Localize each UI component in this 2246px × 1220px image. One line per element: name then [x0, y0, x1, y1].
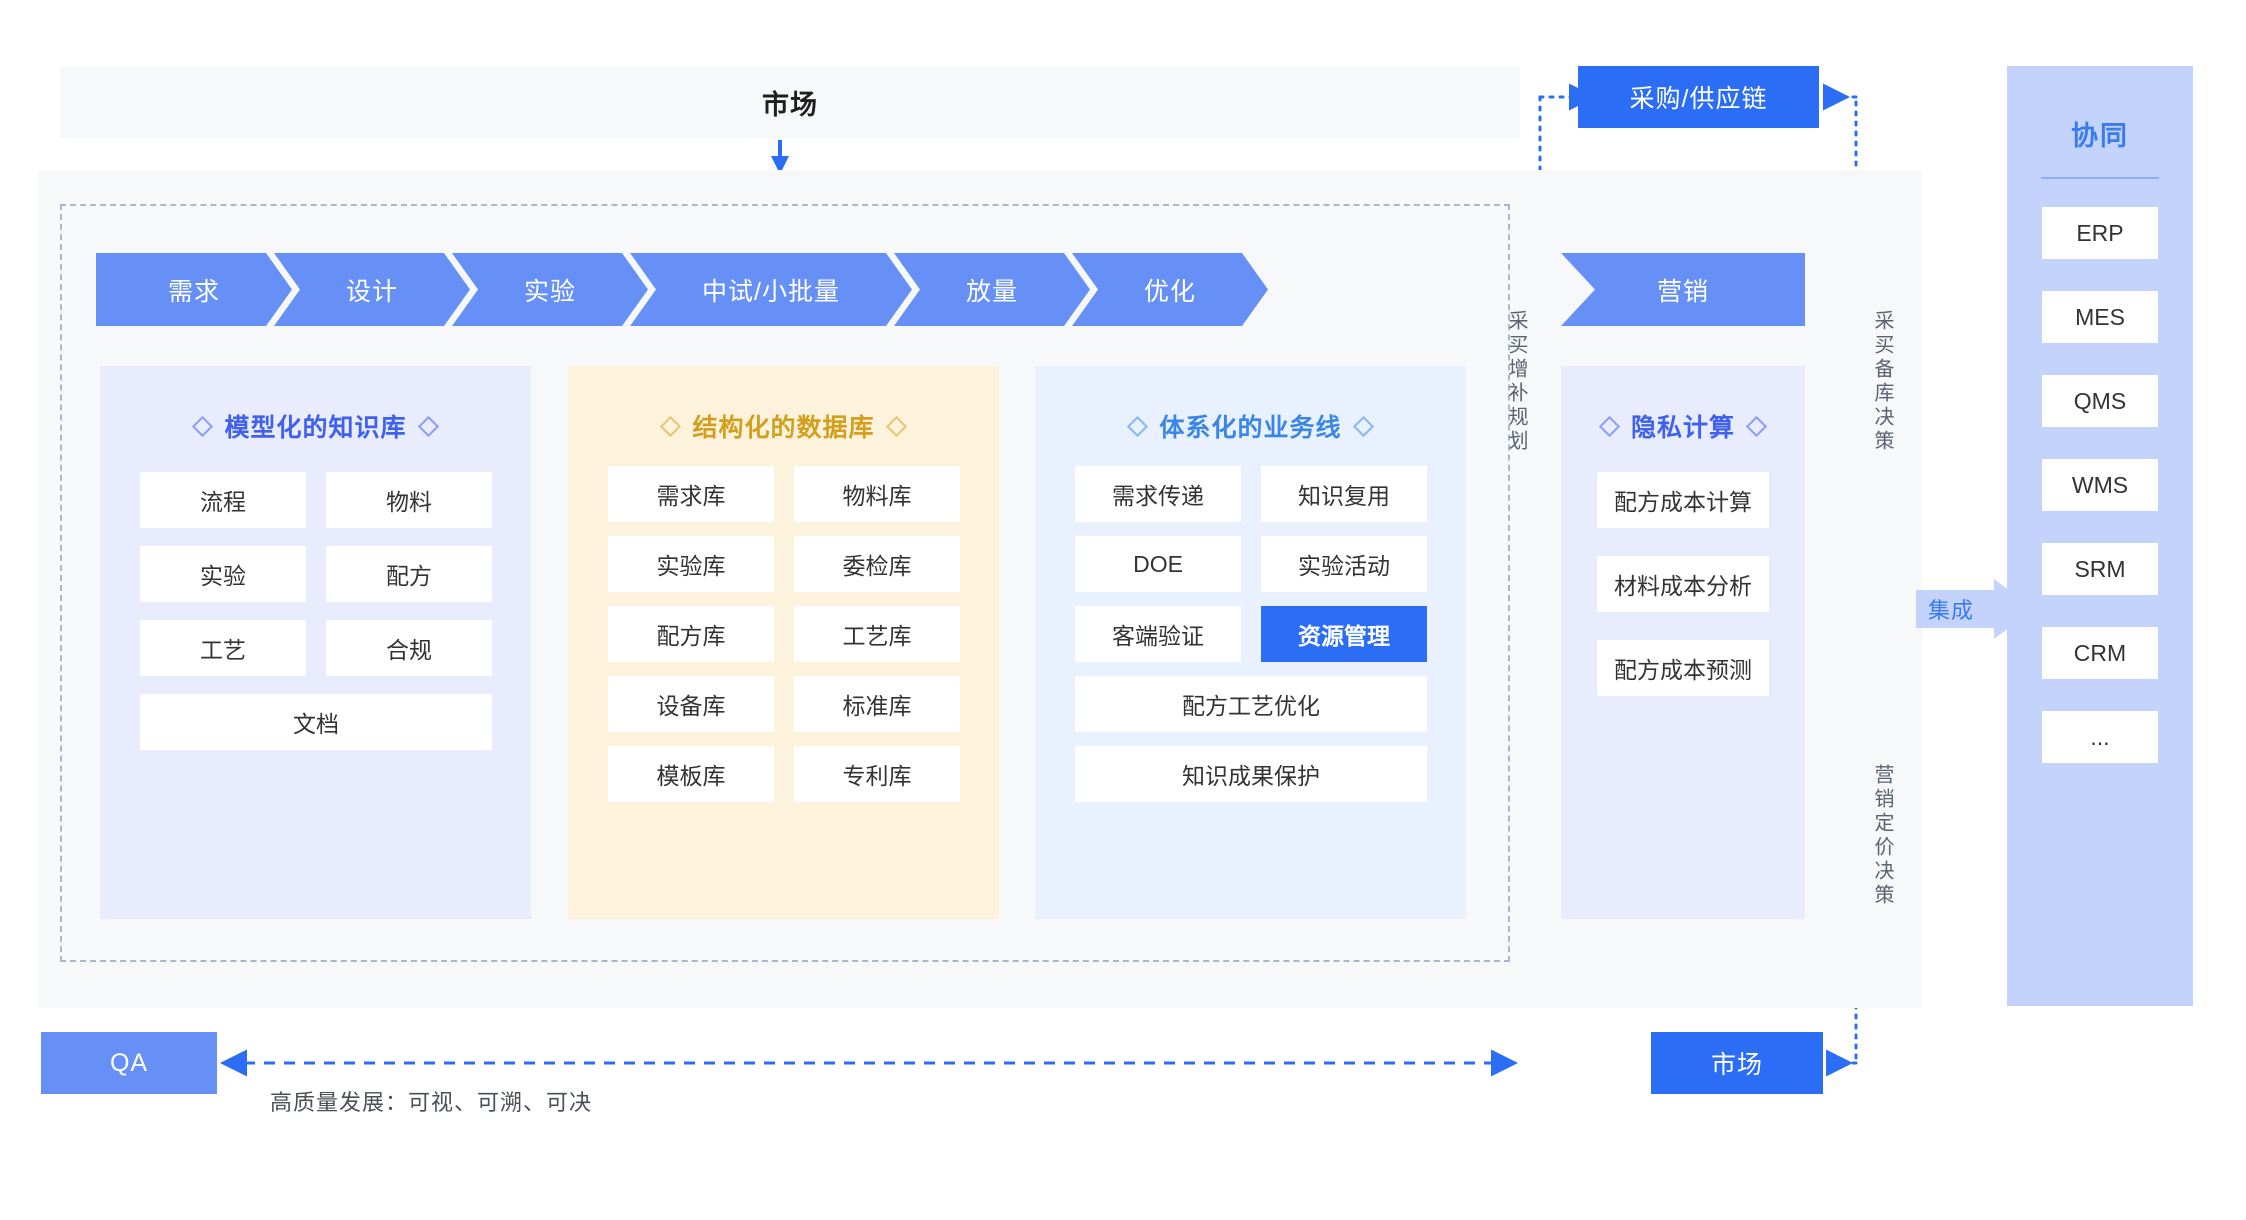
- privacy-item-2[interactable]: 配方成本预测: [1597, 640, 1769, 696]
- business-item-formula-optimization[interactable]: 配方工艺优化: [1075, 676, 1427, 732]
- label-purchase-plan: 采买增补规划: [1505, 310, 1527, 454]
- marketing-chevron[interactable]: 营销: [1561, 253, 1805, 326]
- diamond-left-icon: [660, 415, 682, 437]
- integration-label: 集成: [1928, 598, 1975, 623]
- knowledge-item-3[interactable]: 配方: [326, 546, 492, 602]
- panel-privacy-items: 配方成本计算 材料成本分析 配方成本预测: [1597, 472, 1769, 696]
- market-bottom-label: 市场: [1710, 1051, 1763, 1079]
- supply-chain-label: 采购/供应链: [1629, 85, 1768, 113]
- privacy-item-0[interactable]: 配方成本计算: [1597, 472, 1769, 528]
- database-item-5[interactable]: 工艺库: [794, 606, 960, 662]
- panel-knowledge-base: 模型化的知识库 流程 物料 实验 配方 工艺 合规 文档: [100, 366, 531, 919]
- process-step-3-label: 中试/小批量: [702, 277, 840, 306]
- label-stock-decision: 采买备库决策: [1871, 310, 1893, 454]
- business-item-ip-protection[interactable]: 知识成果保护: [1075, 746, 1427, 802]
- knowledge-item-document[interactable]: 文档: [140, 694, 492, 750]
- qa-label: QA: [109, 1048, 149, 1077]
- process-step-0[interactable]: 需求: [96, 253, 292, 326]
- collab-item-mes[interactable]: MES: [2042, 291, 2158, 343]
- process-step-2-label: 实验: [523, 277, 576, 306]
- database-item-3[interactable]: 委检库: [794, 536, 960, 592]
- business-item-2[interactable]: DOE: [1075, 536, 1241, 592]
- process-step-3[interactable]: 中试/小批量: [630, 253, 912, 326]
- process-step-4[interactable]: 放量: [894, 253, 1090, 326]
- panel-knowledge-title-row: 模型化的知识库: [100, 408, 531, 444]
- diamond-right-icon: [885, 415, 907, 437]
- process-step-1-label: 设计: [345, 277, 398, 306]
- qa-box[interactable]: QA: [41, 1032, 217, 1094]
- collab-item-crm[interactable]: CRM: [2042, 627, 2158, 679]
- process-chevron-row: 需求 设计 实验 中试/小批量 放量 优化: [96, 253, 1484, 326]
- label-price-decision: 营销定价决策: [1871, 764, 1893, 908]
- process-step-2[interactable]: 实验: [452, 253, 648, 326]
- knowledge-item-1[interactable]: 物料: [326, 472, 492, 528]
- database-item-8[interactable]: 模板库: [608, 746, 774, 802]
- database-item-7[interactable]: 标准库: [794, 676, 960, 732]
- panel-business-items: 需求传递 知识复用 DOE 实验活动 客端验证 资源管理 配方工艺优化 知识成果…: [1075, 466, 1427, 802]
- panel-collaboration: 协同 ERP MES QMS WMS SRM CRM ...: [2007, 66, 2193, 1006]
- business-item-1[interactable]: 知识复用: [1261, 466, 1427, 522]
- process-step-0-label: 需求: [167, 277, 220, 306]
- panel-privacy-title-row: 隐私计算: [1561, 408, 1805, 444]
- collab-item-wms[interactable]: WMS: [2042, 459, 2158, 511]
- quality-caption: 高质量发展：可视、可溯、可决: [270, 1090, 593, 1115]
- knowledge-item-2[interactable]: 实验: [140, 546, 306, 602]
- panel-structured-database: 结构化的数据库 需求库 物料库 实验库 委检库 配方库 工艺库 设备库 标准库 …: [568, 366, 999, 919]
- panel-database-title-row: 结构化的数据库: [568, 408, 999, 444]
- database-item-9[interactable]: 专利库: [794, 746, 960, 802]
- collab-item-erp[interactable]: ERP: [2042, 207, 2158, 259]
- panel-business-title-row: 体系化的业务线: [1035, 408, 1466, 444]
- rnd-pipeline-dashed-region: [60, 204, 1510, 962]
- knowledge-item-4[interactable]: 工艺: [140, 620, 306, 676]
- process-step-5[interactable]: 优化: [1072, 253, 1268, 326]
- database-item-6[interactable]: 设备库: [608, 676, 774, 732]
- knowledge-item-0[interactable]: 流程: [140, 472, 306, 528]
- panel-privacy-title: 隐私计算: [1630, 414, 1735, 442]
- business-item-0[interactable]: 需求传递: [1075, 466, 1241, 522]
- panel-privacy-computing: 隐私计算 配方成本计算 材料成本分析 配方成本预测: [1561, 366, 1805, 919]
- market-header-bar: 市场: [60, 66, 1520, 138]
- database-item-0[interactable]: 需求库: [608, 466, 774, 522]
- supply-chain-box[interactable]: 采购/供应链: [1578, 66, 1819, 128]
- diamond-left-icon: [192, 415, 214, 437]
- panel-business-line: 体系化的业务线 需求传递 知识复用 DOE 实验活动 客端验证 资源管理 配方工…: [1035, 366, 1466, 919]
- collaboration-items: ERP MES QMS WMS SRM CRM ...: [2007, 207, 2193, 763]
- market-header-label: 市场: [762, 89, 818, 120]
- business-item-4[interactable]: 客端验证: [1075, 606, 1241, 662]
- market-down-arrow-icon: [771, 140, 789, 174]
- business-item-resource-management[interactable]: 资源管理: [1261, 606, 1427, 662]
- panel-knowledge-title: 模型化的知识库: [224, 414, 407, 442]
- database-item-1[interactable]: 物料库: [794, 466, 960, 522]
- panel-business-title: 体系化的业务线: [1159, 414, 1342, 442]
- business-item-3[interactable]: 实验活动: [1261, 536, 1427, 592]
- collab-item-qms[interactable]: QMS: [2042, 375, 2158, 427]
- diamond-left-icon: [1127, 415, 1149, 437]
- panel-database-items: 需求库 物料库 实验库 委检库 配方库 工艺库 设备库 标准库 模板库 专利库: [608, 466, 960, 802]
- diamond-right-icon: [1352, 415, 1374, 437]
- privacy-item-1[interactable]: 材料成本分析: [1597, 556, 1769, 612]
- panel-knowledge-items: 流程 物料 实验 配方 工艺 合规 文档: [140, 472, 492, 750]
- diamond-right-icon: [417, 415, 439, 437]
- market-bottom-box[interactable]: 市场: [1651, 1032, 1823, 1094]
- database-item-4[interactable]: 配方库: [608, 606, 774, 662]
- panel-database-title: 结构化的数据库: [692, 414, 875, 442]
- knowledge-item-5[interactable]: 合规: [326, 620, 492, 676]
- diamond-left-icon: [1598, 415, 1621, 437]
- marketing-chevron-label: 营销: [1656, 277, 1709, 306]
- process-step-1[interactable]: 设计: [274, 253, 470, 326]
- process-step-5-label: 优化: [1143, 277, 1196, 306]
- collab-item-more[interactable]: ...: [2042, 711, 2158, 763]
- process-step-4-label: 放量: [965, 277, 1018, 306]
- diamond-right-icon: [1745, 415, 1768, 437]
- collaboration-title: 协同: [2071, 121, 2129, 151]
- database-item-2[interactable]: 实验库: [608, 536, 774, 592]
- collab-item-srm[interactable]: SRM: [2042, 543, 2158, 595]
- collaboration-divider: [2041, 177, 2159, 179]
